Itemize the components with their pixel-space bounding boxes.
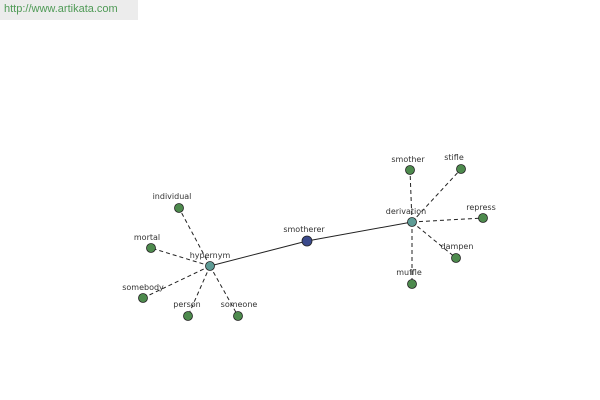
node-label-muffle: muffle [396,268,422,277]
node-label-individual: individual [153,192,192,201]
node-individual[interactable]: individual [153,192,192,213]
node-circle-somebody[interactable] [138,293,148,303]
site-url-link[interactable]: http://www.artikata.com [4,3,118,15]
node-someone[interactable]: someone [221,300,258,321]
node-label-somebody: somebody [122,283,164,292]
node-circle-mortal[interactable] [146,243,156,253]
edge-hypernym-someone [209,265,239,317]
node-circle-repress[interactable] [478,213,488,223]
node-circle-dampen[interactable] [451,253,461,263]
node-stifle[interactable]: stifle [444,153,466,174]
node-circle-person[interactable] [183,311,193,321]
edge-derivation-smother [409,169,413,223]
node-label-smother: smother [391,155,425,164]
node-mortal[interactable]: mortal [134,233,160,253]
nodes-layer: smotherer hypernym derivation individual mor… [122,153,496,321]
node-label-repress: repress [466,203,495,212]
edge-hypernym-somebody [142,265,211,299]
node-circle-individual[interactable] [174,203,184,213]
node-muffle[interactable]: muffle [396,268,422,289]
url-bar: http://www.artikata.com [0,0,138,20]
node-label-mortal: mortal [134,233,160,242]
node-hypernym[interactable]: hypernym [190,251,231,271]
node-smother[interactable]: smother [391,155,425,175]
node-label-derivation: derivation [386,207,426,216]
node-label-stifle: stifle [444,153,464,162]
node-circle-stifle[interactable] [456,164,466,174]
edge-derivation-dampen [411,221,457,259]
node-person[interactable]: person [173,300,201,321]
node-repress[interactable]: repress [466,203,496,223]
node-label-smotherer: smotherer [283,225,325,234]
edge-derivation-repress [411,217,484,223]
node-circle-someone[interactable] [233,311,243,321]
node-derivation[interactable]: derivation [386,207,426,227]
edges-layer [142,168,484,317]
edge-hypernym-mortal [150,247,211,267]
node-circle-derivation[interactable] [407,217,417,227]
node-smotherer[interactable]: smotherer [283,225,325,247]
edge-derivation-stifle [411,168,462,223]
node-somebody[interactable]: somebody [122,283,164,303]
node-circle-smotherer[interactable] [301,235,313,247]
edge-hypernym-individual [178,207,211,267]
node-dampen[interactable]: dampen [441,242,474,263]
node-circle-muffle[interactable] [407,279,417,289]
node-circle-hypernym[interactable] [205,261,215,271]
edge-smotherer-hypernym [209,240,308,267]
node-circle-smother[interactable] [405,165,415,175]
node-label-person: person [173,300,200,309]
node-label-someone: someone [221,300,258,309]
edge-hypernym-person [187,265,211,317]
edge-smotherer-derivation [306,221,413,242]
node-label-dampen: dampen [441,242,474,251]
node-label-hypernym: hypernym [190,251,231,260]
